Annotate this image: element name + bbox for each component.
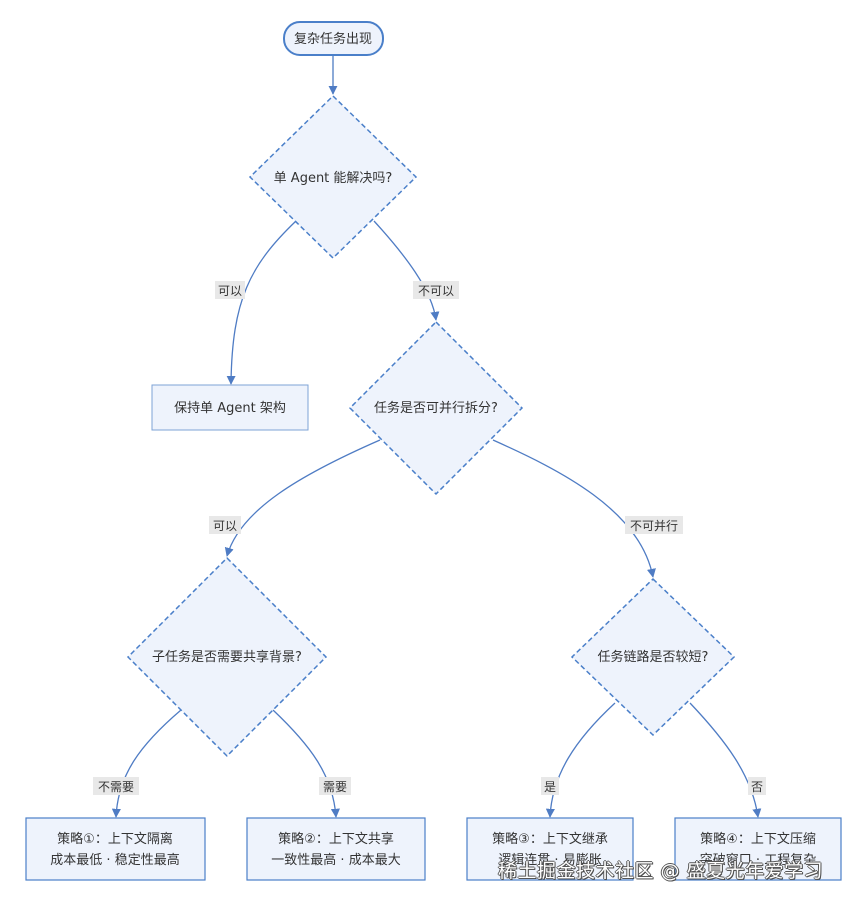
edge-q2-q3: [224, 439, 381, 557]
edge-label-q2-no: 不可并行: [625, 516, 683, 534]
decision-parallel-label: 任务是否可并行拆分?: [374, 400, 498, 416]
decision-single-agent: 单 Agent 能解决吗?: [248, 94, 418, 260]
svg-text:不需要: 不需要: [98, 780, 134, 794]
decision-single-agent-label: 单 Agent 能解决吗?: [274, 171, 393, 186]
start-node-label: 复杂任务出现: [294, 31, 372, 47]
svg-text:不可以: 不可以: [418, 284, 454, 298]
strategy-3-detail: 逻辑连贯 · 易膨胀: [498, 852, 601, 868]
decision-short-chain: 任务链路是否较短?: [570, 577, 736, 737]
edge-label-q2-yes: 可以: [209, 516, 241, 534]
edge-label-q4-yes: 是: [541, 777, 559, 795]
edge-q2-q4: [492, 439, 656, 578]
strategy-3-title: 策略③：上下文继承: [492, 831, 608, 847]
svg-text:需要: 需要: [323, 780, 347, 794]
svg-text:可以: 可以: [218, 284, 242, 298]
keep-single-agent-label: 保持单 Agent 架构: [174, 401, 286, 416]
edge-q4-s3: [545, 702, 616, 818]
svg-text:否: 否: [751, 780, 763, 794]
edge-q1-q2: [373, 220, 440, 321]
strategy-4-box: 策略④：上下文压缩 突破窗口 · 工程复杂: [674, 817, 842, 881]
strategy-2-box: 策略②：上下文共享 一致性最高 · 成本最大: [246, 817, 426, 881]
strategy-1-detail: 成本最低 · 稳定性最高: [50, 852, 179, 868]
edge-label-q4-no: 否: [748, 777, 766, 795]
svg-text:可以: 可以: [213, 519, 237, 533]
edge-label-q1-yes: 可以: [215, 281, 245, 299]
strategy-2-title: 策略②：上下文共享: [278, 831, 394, 847]
start-node: 复杂任务出现: [283, 21, 384, 56]
watermark: 稀土掘金技术社区 @ 盛夏光年爱学习: [498, 860, 824, 882]
strategy-4-detail: 突破窗口 · 工程复杂: [700, 852, 816, 868]
decision-parallel: 任务是否可并行拆分?: [348, 320, 524, 496]
strategy-3-box: 策略③：上下文继承 逻辑连贯 · 易膨胀: [466, 817, 634, 881]
keep-single-agent-box: 保持单 Agent 架构: [151, 384, 309, 431]
strategy-2-detail: 一致性最高 · 成本最大: [271, 852, 400, 868]
edge-q1-keep: [226, 220, 297, 385]
decision-shared-context-label: 子任务是否需要共享背景?: [152, 649, 302, 665]
decision-short-chain-label: 任务链路是否较短?: [598, 649, 709, 665]
strategy-1-title: 策略①：上下文隔离: [57, 831, 173, 847]
svg-text:不可并行: 不可并行: [630, 519, 678, 533]
edge-q4-s4: [689, 702, 762, 818]
edge-label-q3-yes: 需要: [319, 777, 351, 795]
edge-label-q3-no: 不需要: [93, 777, 139, 795]
svg-text:是: 是: [544, 780, 556, 794]
strategy-4-title: 策略④：上下文压缩: [700, 831, 816, 847]
strategy-1-box: 策略①：上下文隔离 成本最低 · 稳定性最高: [25, 817, 206, 881]
decision-shared-context: 子任务是否需要共享背景?: [126, 556, 328, 758]
edge-q3-s1: [111, 709, 182, 818]
edge-label-q1-no: 不可以: [413, 281, 459, 299]
edge-q3-s2: [272, 709, 340, 818]
